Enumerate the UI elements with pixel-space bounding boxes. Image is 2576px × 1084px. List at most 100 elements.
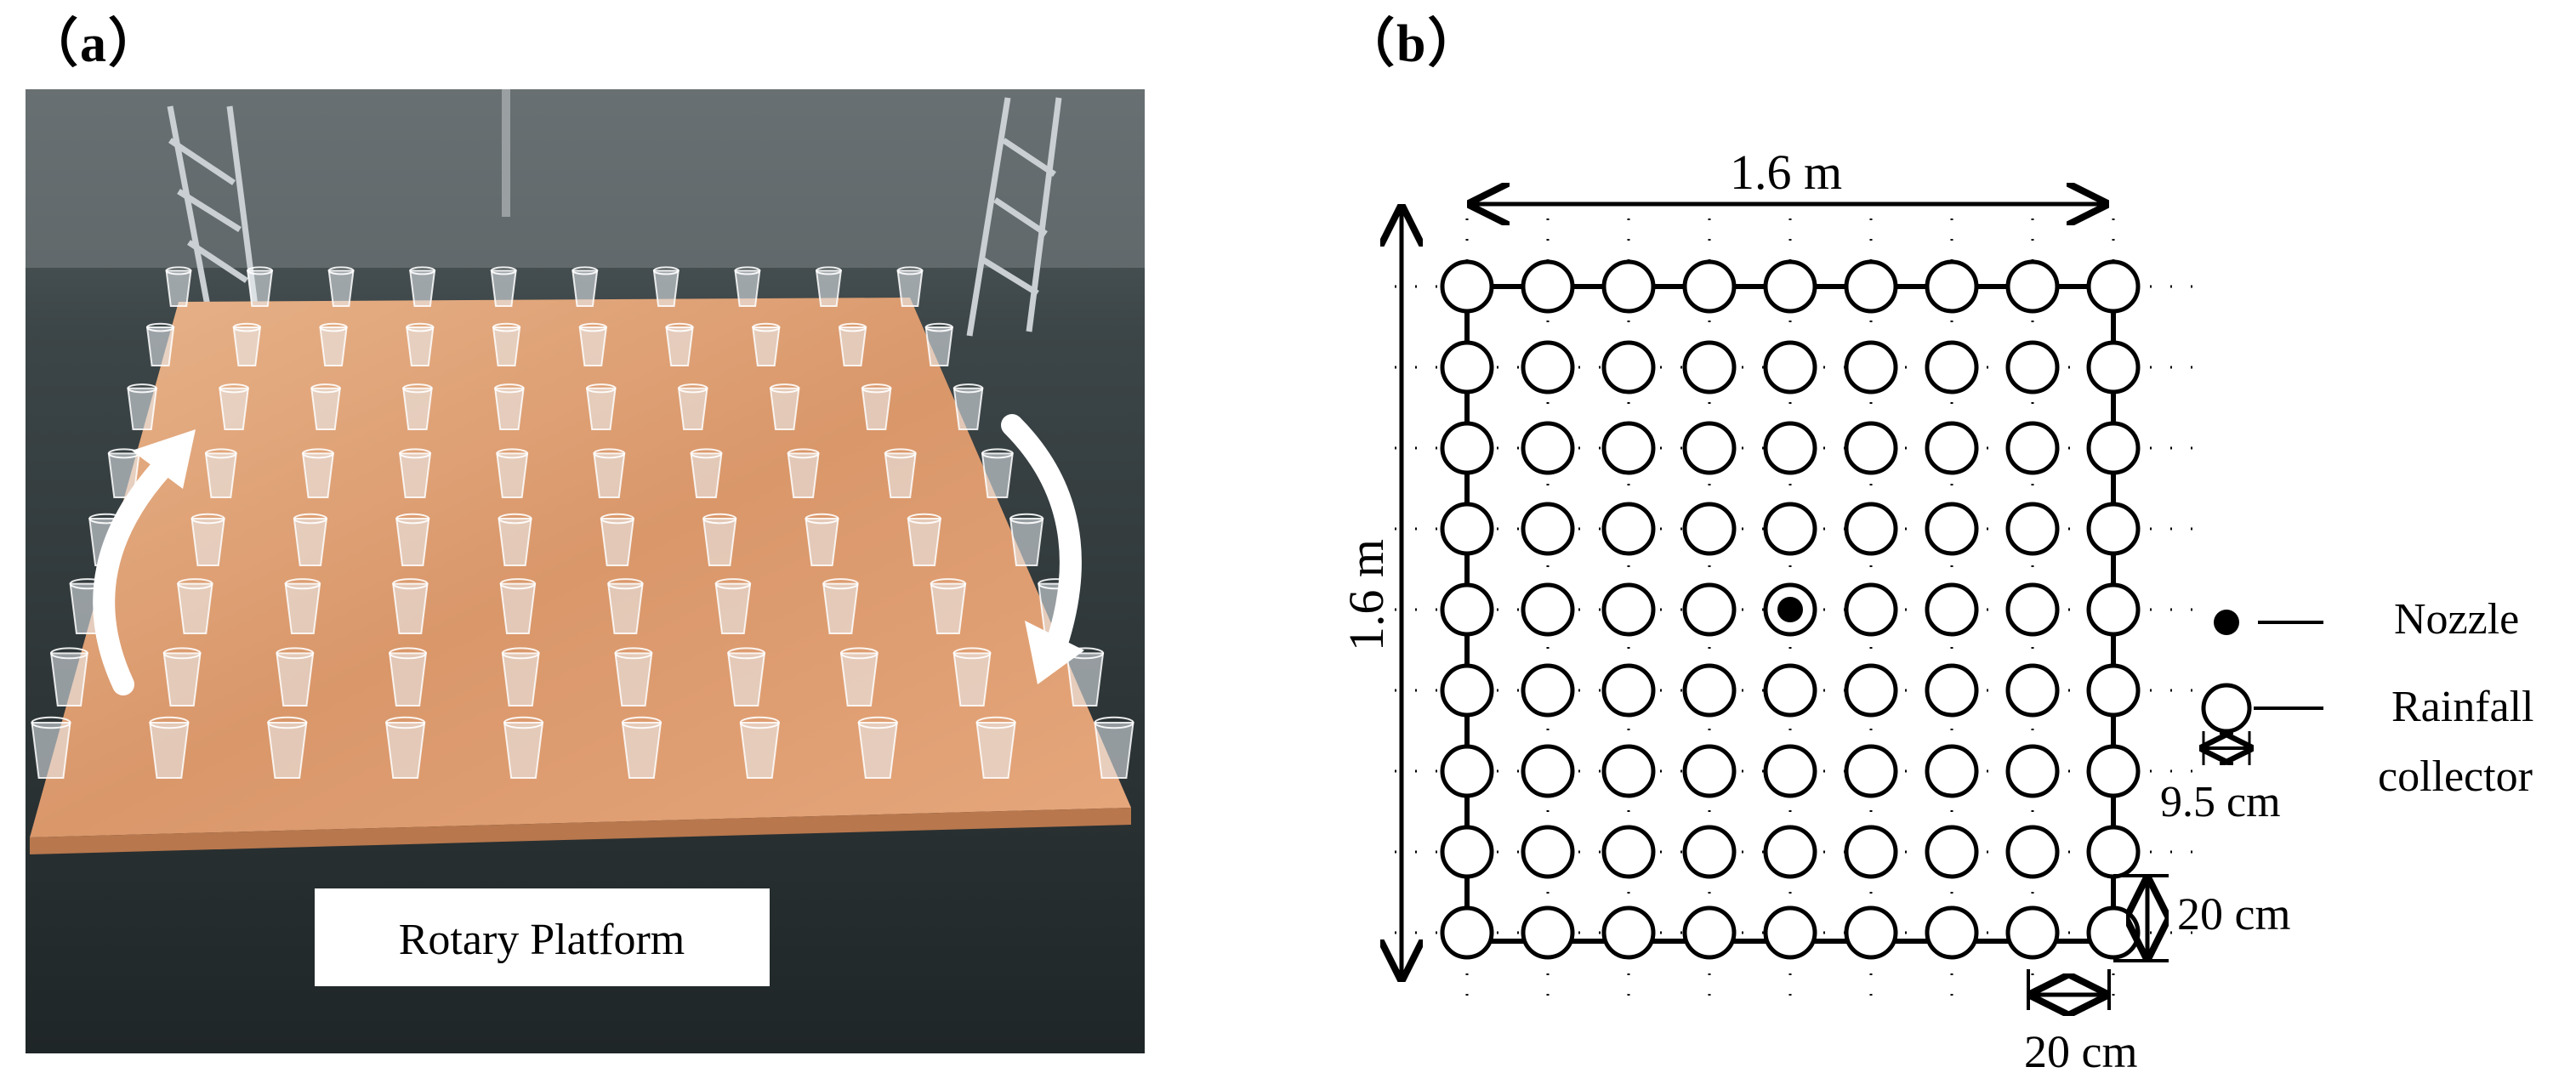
collector-cup [805,518,839,566]
collector-cup-rim [162,647,202,660]
collector-cup-rim [678,383,708,394]
collector-cup-rim [769,383,800,394]
collector-cup-rim [389,647,427,660]
collector-cup-rim [232,322,261,332]
collector-cup-rim [857,716,898,729]
rainfall-collector [1601,663,1656,718]
rotary-platform-photo: Rotary Platform [26,89,1145,1053]
collector-cup [739,722,780,779]
collector-cup-rim [593,448,626,459]
collector-cup [494,387,525,430]
collector-cup [319,326,348,366]
collector-cup-rim [50,647,88,660]
collector-cup-rim [571,266,599,275]
rainfall-collector [1601,744,1656,798]
rainfall-collector [1844,905,1898,960]
collector-cup-rim [190,513,225,525]
collector-cup [607,582,644,634]
collector-cup [177,582,213,634]
collector-cup-rim [952,647,992,660]
collector-cup-rim [392,578,429,590]
rainfall-collector [1521,825,1575,879]
rainfall-collector [1440,259,1494,314]
collector-cup [924,326,953,366]
collector-cup-rim [924,322,953,332]
collector-cup [571,270,599,307]
collector-cup [975,722,1016,779]
collector-cup [284,582,321,634]
rainfall-collector [1601,502,1656,556]
rainfall-collector [1844,259,1898,314]
rainfall-collector [1521,421,1575,475]
collector-cup [267,722,308,779]
rainfall-collector [1440,663,1494,718]
collector-cup-rim [149,716,190,729]
rainfall-collector [1440,502,1494,556]
legend-collector-symbol [2201,683,2252,734]
collector-cup [498,518,532,566]
collector-cup [145,326,175,366]
collector-cup-rim [276,647,315,660]
collector-cup-rim [499,578,537,590]
collector-cup [190,518,225,566]
collector-cup [593,452,626,498]
collector-cup-rim [492,322,521,332]
rainfall-collector [1763,421,1817,475]
collector-cup [815,270,842,307]
collector-cup-rim [816,266,842,275]
collector-cup [884,452,917,498]
panel-label-b: （b） [1342,15,1482,73]
collector-cup-rim [498,513,532,525]
rainfall-collector [1844,502,1898,556]
collector-cup-rim [1094,716,1134,729]
collector-cup [930,582,967,634]
collector-cup [496,452,529,498]
rainfall-collector [1925,582,1979,637]
collector-cup [162,652,202,707]
legend-diameter-label: 9.5 cm [2160,778,2281,826]
rainfall-collector [1925,421,1979,475]
rainfall-collector [1925,825,1979,879]
collector-cup [907,518,941,566]
rainfall-collector [2086,582,2141,637]
rainfall-collector [1682,744,1737,798]
collector-cup-rim [600,513,634,525]
collector-cup-rim [204,448,237,459]
collector-cup-rim [805,513,839,525]
right-metal-frame [966,97,1062,337]
rainfall-collector [2005,340,2060,394]
legend-nozzle-symbol [2214,610,2239,635]
collector-cup-rim [839,647,879,660]
dim-top-label: 1.6 m [1730,145,1842,200]
collector-cup-rim [501,647,540,660]
rainfall-collector [2005,502,2060,556]
collector-cup-rim [884,448,917,459]
rainfall-collector [1682,259,1737,314]
collector-cup [857,722,898,779]
rainfall-collector [1521,259,1575,314]
collector-cup [392,582,429,634]
collector-cup-rim [247,266,273,275]
rainfall-collector [1763,825,1817,879]
collector-cup [409,270,436,307]
collector-cup-rim [319,322,348,332]
collector-cup [385,722,426,779]
collector-cup [165,270,192,307]
collector-cup-rim [395,513,430,525]
collector-cup-rim [219,383,249,394]
collector-cup-rim [284,578,321,590]
collector-cup-rim [665,322,694,332]
collector-cup-rim [1009,513,1044,525]
rainfall-collector [1682,905,1737,960]
rotary-platform-caption: Rotary Platform [399,916,685,964]
collector-grid [1440,259,2141,960]
collector-cup [1094,722,1134,779]
collector-cup-rim [607,578,644,590]
collector-cup [614,652,653,707]
collector-cup-rim [399,448,431,459]
collector-cup-rim [165,266,192,275]
rainfall-collector [2005,259,2060,314]
collector-cup-rim [402,383,433,394]
collector-cup [752,326,781,366]
rotation-arrow-left [93,448,181,695]
